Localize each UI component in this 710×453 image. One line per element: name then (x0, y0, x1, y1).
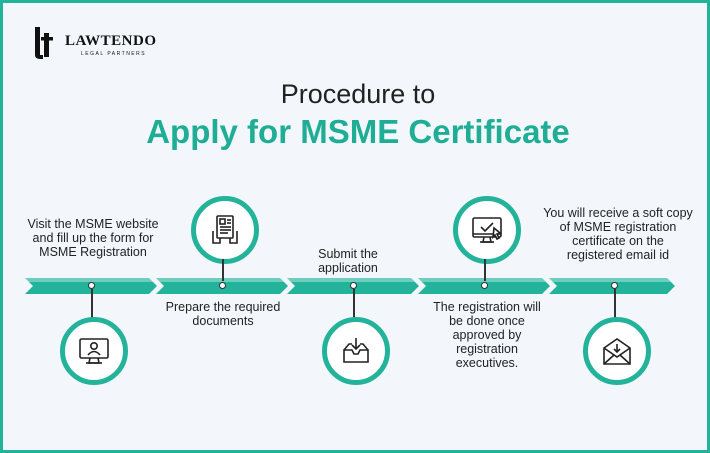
step-4-connector (484, 259, 486, 281)
step-4-text: The registration will be done once appro… (433, 300, 541, 370)
brand-logo: LAWTENDO LEGAL PARTNERS (33, 25, 163, 65)
step-2-connector (222, 259, 224, 281)
monitor-user-icon (79, 338, 109, 364)
logo-mark-icon (35, 27, 53, 59)
step-2-text: Prepare the required documents (165, 300, 281, 328)
step-4-icon-circle (453, 196, 521, 264)
step-1-text: Visit the MSME website and fill up the f… (27, 217, 159, 259)
step-2-icon-circle (191, 196, 259, 264)
step-3-connector (353, 289, 355, 319)
step-3-text: Submit the application (318, 247, 378, 275)
title-line-2: Apply for MSME Certificate (146, 113, 570, 150)
step-3-icon-circle (322, 317, 390, 385)
step-3-marker (350, 282, 357, 289)
title-line-1: Procedure to (280, 79, 436, 109)
step-5-connector (614, 289, 616, 319)
step-5-marker (611, 282, 618, 289)
email-download-icon (603, 338, 631, 365)
brand-tagline: LEGAL PARTNERS (81, 51, 147, 57)
step-1-connector (91, 289, 93, 319)
documents-icon (212, 215, 238, 244)
brand-name: LAWTENDO (65, 33, 157, 49)
step-5-icon-circle (583, 317, 651, 385)
step-1-icon-circle (60, 317, 128, 385)
step-5-text: You will receive a soft copy of MSME reg… (543, 206, 693, 262)
inbox-download-icon (343, 338, 369, 363)
step-4-marker (481, 282, 488, 289)
monitor-check-icon (472, 217, 502, 243)
step-1-marker (88, 282, 95, 289)
step-2-marker (219, 282, 226, 289)
